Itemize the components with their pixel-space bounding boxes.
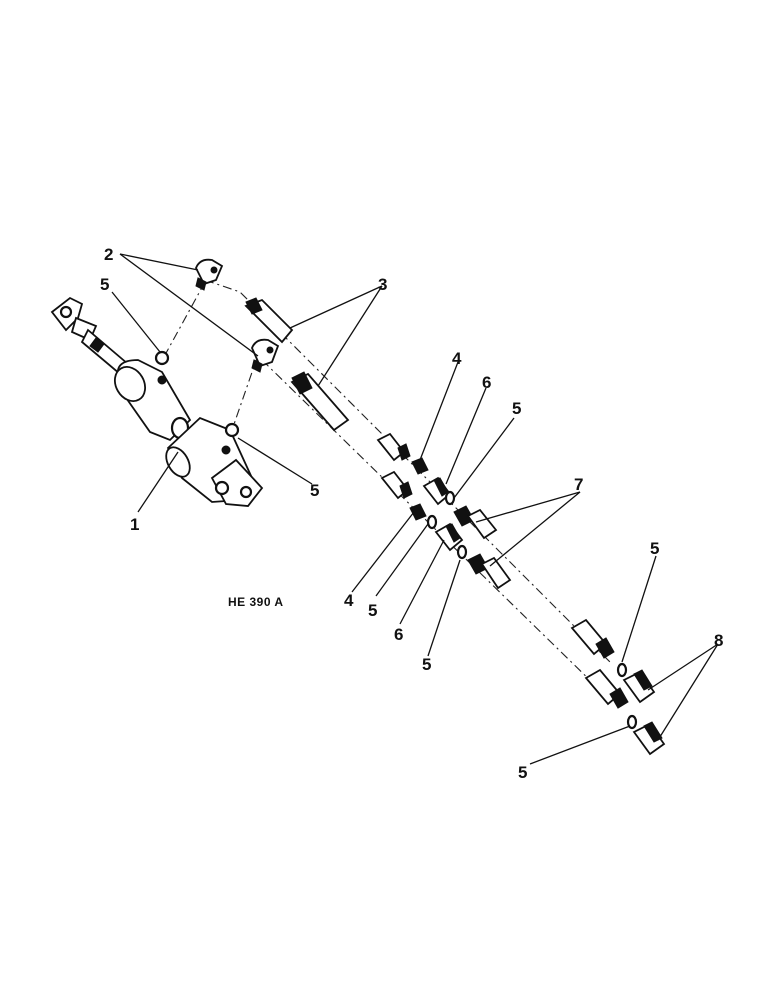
- callout-5-right-lower: 5: [518, 763, 527, 782]
- callout-6-upper: 6: [482, 373, 491, 392]
- callout-5-lower-left: 5: [368, 601, 377, 620]
- leader-lines: [111, 253, 719, 765]
- drawing-code: HE 390 A: [228, 595, 284, 609]
- callout-5-right-upper: 5: [650, 539, 659, 558]
- fitting-4-upper: [411, 457, 429, 475]
- callout-7: 7: [574, 475, 583, 494]
- hose-fitting-right-upper: [570, 618, 615, 659]
- adapter-7-lower: [467, 553, 512, 590]
- elbow-fitting-upper: [195, 258, 224, 291]
- callout-4-lower: 4: [344, 591, 354, 610]
- callout-1: 1: [130, 515, 139, 534]
- callout-6-lower: 6: [394, 625, 403, 644]
- hose-fitting-lower: [380, 470, 413, 500]
- callout-2: 2: [104, 245, 113, 264]
- callout-labels: 2 5 3 4 6 5 7 5 1 4 5 6 5 5 8 5: [100, 245, 723, 782]
- cylinder-port-o-rings: [154, 350, 240, 438]
- callout-5-lower-mid: 5: [422, 655, 431, 674]
- hose-fitting-right-lower: [584, 668, 629, 709]
- coupler-8-upper: [622, 669, 656, 704]
- hose-fitting-upper: [376, 432, 411, 462]
- hydraulic-cylinder: [50, 296, 264, 507]
- callout-5-upper-right: 5: [512, 399, 521, 418]
- right-o-rings: [616, 662, 638, 730]
- elbow-fitting-lower: [251, 338, 280, 373]
- callout-3: 3: [378, 275, 387, 294]
- adapter-7-upper: [453, 505, 498, 540]
- callout-4-upper: 4: [452, 349, 462, 368]
- coupler-8-lower: [632, 721, 666, 756]
- adapter-lower: [290, 371, 350, 432]
- callout-8: 8: [714, 631, 723, 650]
- fitting-4-lower: [409, 503, 427, 521]
- callout-5-cylinder-top: 5: [100, 275, 109, 294]
- callout-5-cylinder-port: 5: [310, 481, 319, 500]
- nut-6-lower: [434, 522, 464, 552]
- adapter-upper: [244, 297, 294, 344]
